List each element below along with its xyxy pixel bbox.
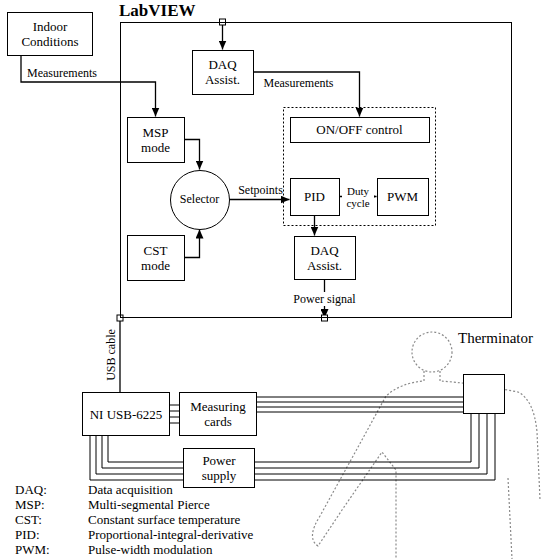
- abbreviation-meaning: Proportional-integral-derivative: [88, 527, 253, 542]
- therminator-device: Therminator: [463, 374, 505, 414]
- box-label: Selector: [180, 192, 219, 207]
- device-heading: Therminator: [458, 331, 533, 346]
- box-label: PWM: [387, 189, 418, 204]
- body-outline: [312, 332, 540, 559]
- wire-bundle: [90, 436, 183, 480]
- supply-box: Power supply: [183, 448, 255, 488]
- abbreviation: CST:: [15, 512, 42, 527]
- wire-bundle: [255, 414, 495, 480]
- wire-bundle: [257, 397, 463, 412]
- box-label: Power supply: [186, 453, 252, 483]
- abbreviation-meaning: Pulse-width modulation: [88, 542, 213, 557]
- signal-arrow: [324, 280, 325, 319]
- process-box: PID: [290, 178, 340, 216]
- abbreviation-meaning: Multi-segmental Pierce: [88, 497, 210, 512]
- signal-arrow: [222, 22, 223, 50]
- edge-label: Setpoints: [238, 183, 283, 197]
- control-group-outline: [284, 108, 436, 226]
- box-label: MSP mode: [130, 125, 182, 155]
- edge-label: USB cable: [104, 329, 118, 381]
- signal-arrow: [230, 199, 290, 200]
- box-label: Measuring cards: [182, 399, 254, 429]
- frame-heading: LabVIEW: [119, 1, 196, 21]
- process-box: MSP mode: [127, 117, 185, 163]
- daq-device-box: NI USB-6225: [82, 392, 170, 436]
- input-box: Indoor Conditions: [7, 12, 93, 56]
- selector-circle: Selector: [170, 170, 230, 230]
- abbreviation: MSP:: [15, 497, 45, 512]
- process-box: CST mode: [127, 235, 185, 281]
- edge-label: Duty cycle: [342, 185, 374, 209]
- box-label: PID: [304, 189, 325, 204]
- box-label: Indoor Conditions: [10, 19, 90, 49]
- signal-arrow: [185, 140, 200, 170]
- abbreviation: PID:: [15, 527, 40, 542]
- process-box: PWM: [377, 178, 429, 216]
- box-label: DAQ Assist.: [297, 243, 353, 273]
- signal-arrow: [185, 230, 200, 258]
- labview-frame: LabVIEWDAQ Assist.MSP modeCST modeSelect…: [120, 22, 512, 318]
- signal-arrow: [120, 318, 121, 392]
- signal-arrow: [254, 72, 360, 117]
- abbreviation: DAQ:: [15, 482, 47, 497]
- box-label: CST mode: [130, 243, 182, 273]
- edge-label: Power signal: [292, 292, 356, 306]
- wire-bundle: [170, 405, 179, 423]
- box-label: DAQ Assist.: [195, 57, 251, 87]
- signal-arrow: [314, 216, 315, 236]
- process-box: DAQ Assist.: [192, 50, 254, 95]
- abbreviation-meaning: Constant surface temperature: [88, 512, 240, 527]
- process-box: ON/OFF control: [290, 117, 430, 143]
- box-label: NI USB-6225: [90, 407, 163, 422]
- process-box: DAQ Assist.: [294, 236, 356, 280]
- abbreviation: PWM:: [15, 542, 50, 557]
- edge-label: Measurements: [264, 76, 334, 90]
- frame-terminal: [322, 315, 328, 321]
- abbreviation-meaning: Data acquisition: [88, 482, 173, 497]
- signal-arrow: [340, 196, 377, 197]
- box-label: ON/OFF control: [316, 122, 402, 137]
- signal-arrow: [21, 56, 156, 117]
- card-box: Measuring cards: [179, 392, 257, 436]
- edge-label: Measurements: [27, 66, 97, 80]
